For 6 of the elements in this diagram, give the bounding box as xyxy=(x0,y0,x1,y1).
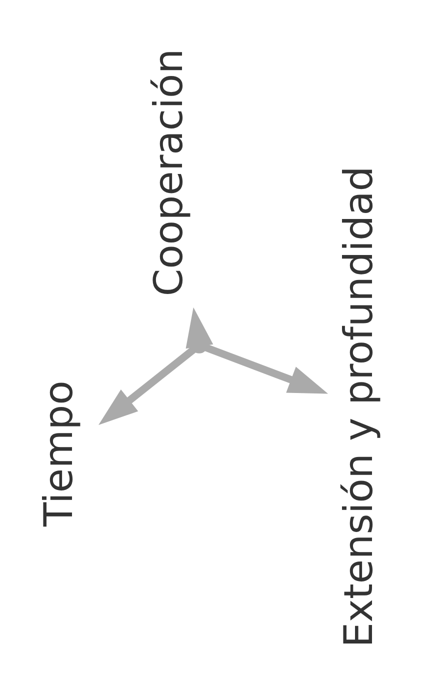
node-text: Cooperación xyxy=(146,48,192,296)
node-text: Extensión y profundidad xyxy=(336,166,382,647)
arrow xyxy=(186,306,214,348)
arrow xyxy=(98,346,196,424)
node-text: Tiempo xyxy=(36,380,82,526)
arrow xyxy=(204,344,328,394)
